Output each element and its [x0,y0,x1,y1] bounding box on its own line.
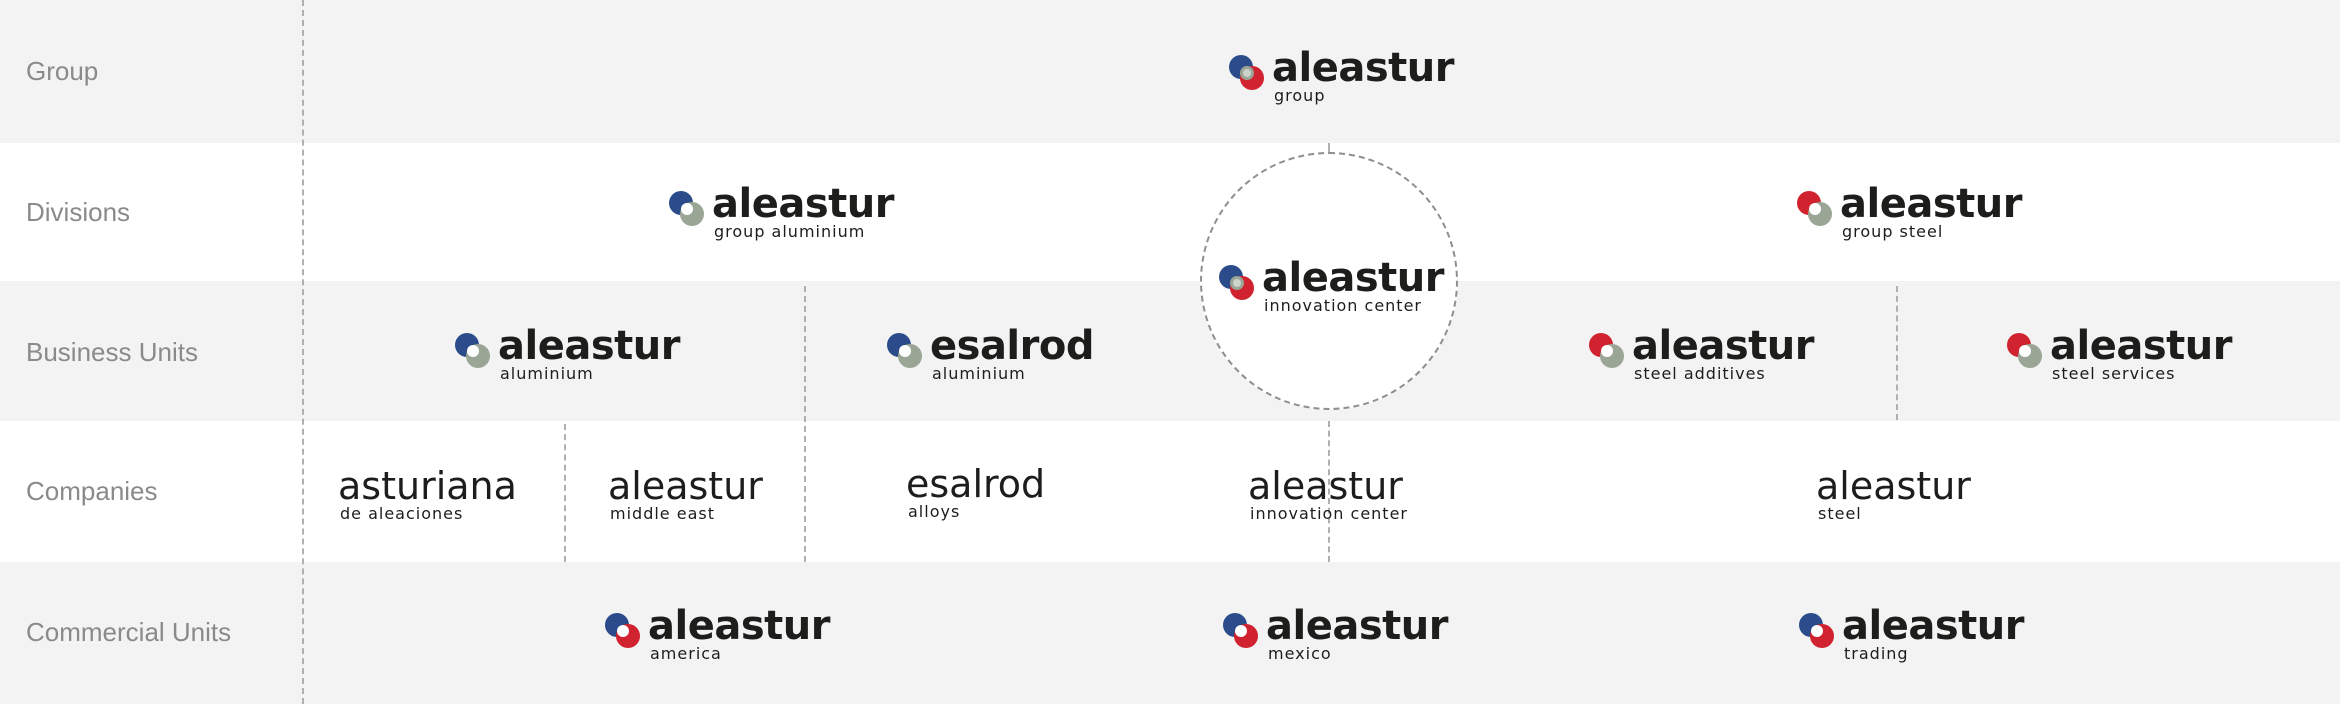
row-label-divisions: Divisions [26,197,131,227]
aleastur-red-sage-mark-icon [2006,332,2044,370]
logo-subtitle: aluminium [932,364,1026,383]
logo-esalrod-alloys: esalrod alloys [906,464,1045,520]
innovation-connector-top [1328,143,1330,155]
logo-subtitle: steel [1818,504,1862,523]
logo-name: esalrod [930,323,1094,369]
logo-name: esalrod [906,462,1046,506]
logo-name: aleastur [1842,603,2024,649]
logo-aleastur-america: aleastur america [604,606,830,662]
logo-name: asturiana [338,464,517,508]
aleastur-blue-red-mark-icon [1798,612,1836,650]
logo-aleastur-mexico: aleastur mexico [1222,606,1448,662]
bu-divider-steel [1896,286,1898,420]
logo-aleastur-steel-services: aleastur steel services [2006,326,2232,382]
logo-name: aleastur [1632,323,1814,369]
logo-name: aleastur [648,603,830,649]
logo-subtitle: mexico [1268,644,1332,663]
innovation-connector-bottom [1328,421,1330,562]
logo-subtitle: innovation center [1250,504,1408,523]
logo-name: aleastur [1262,255,1444,301]
logo-subtitle: innovation center [1264,296,1422,315]
logo-name: aleastur [1816,464,1971,508]
logo-subtitle: aluminium [500,364,594,383]
group-band [0,0,2340,143]
aleastur-blue-red-mark-icon [1228,54,1266,92]
logo-subtitle: steel services [2052,364,2176,383]
logo-aleastur-group-steel: aleastur group steel [1796,184,2022,240]
row-label-companies: Companies [26,476,158,506]
logo-subtitle: america [650,644,722,663]
commercial-units-band [0,562,2340,704]
logo-aleastur-steel-additives: aleastur steel additives [1588,326,1814,382]
logo-subtitle: de aleaciones [340,504,464,523]
logo-name: aleastur [712,181,894,227]
aleastur-red-sage-mark-icon [1796,190,1834,228]
logo-subtitle: group steel [1842,222,1944,241]
aleastur-blue-sage-mark-icon [454,332,492,370]
logo-subtitle: group aluminium [714,222,866,241]
logo-aleastur-innovation-center-company: aleastur innovation center [1248,466,1408,522]
esalrod-blue-sage-mark-icon [886,332,924,370]
company-divider-asturiana [564,424,566,562]
logo-name: aleastur [498,323,680,369]
aleastur-blue-red-mark-icon [1218,264,1256,302]
business-units-band [0,281,2340,421]
logo-aleastur-aluminium: aleastur aluminium [454,326,680,382]
logo-aleastur-group: aleastur group [1228,48,1454,104]
aleastur-red-sage-mark-icon [1588,332,1626,370]
logo-name: aleastur [1266,603,1448,649]
logo-subtitle: alloys [908,502,961,521]
label-column-divider [302,0,304,704]
logo-aleastur-group-aluminium: aleastur group aluminium [668,184,894,240]
row-label-business-units: Business Units [26,337,198,367]
logo-aleastur-innovation-center: aleastur innovation center [1218,258,1444,314]
logo-name: aleastur [1840,181,2022,227]
aleastur-blue-red-mark-icon [1222,612,1260,650]
logo-aleastur-steel: aleastur steel [1816,466,1971,522]
logo-aleastur-middle-east: aleastur middle east [608,466,763,522]
row-label-commercial-units: Commercial Units [26,617,232,647]
logo-esalrod-aluminium: esalrod aluminium [886,326,1094,382]
logo-asturiana-de-aleaciones: asturiana de aleaciones [338,466,517,522]
aleastur-blue-sage-mark-icon [668,190,706,228]
logo-name: aleastur [1248,464,1403,508]
logo-subtitle: steel additives [1634,364,1766,383]
row-label-group: Group [26,56,99,86]
bu-divider-aluminium [804,286,806,562]
logo-name: aleastur [608,464,763,508]
logo-subtitle: middle east [610,504,715,523]
logo-name: aleastur [1272,45,1454,91]
aleastur-blue-red-mark-icon [604,612,642,650]
logo-subtitle: group [1274,86,1326,105]
logo-name: aleastur [2050,323,2232,369]
logo-subtitle: trading [1844,644,1909,663]
logo-aleastur-trading: aleastur trading [1798,606,2024,662]
